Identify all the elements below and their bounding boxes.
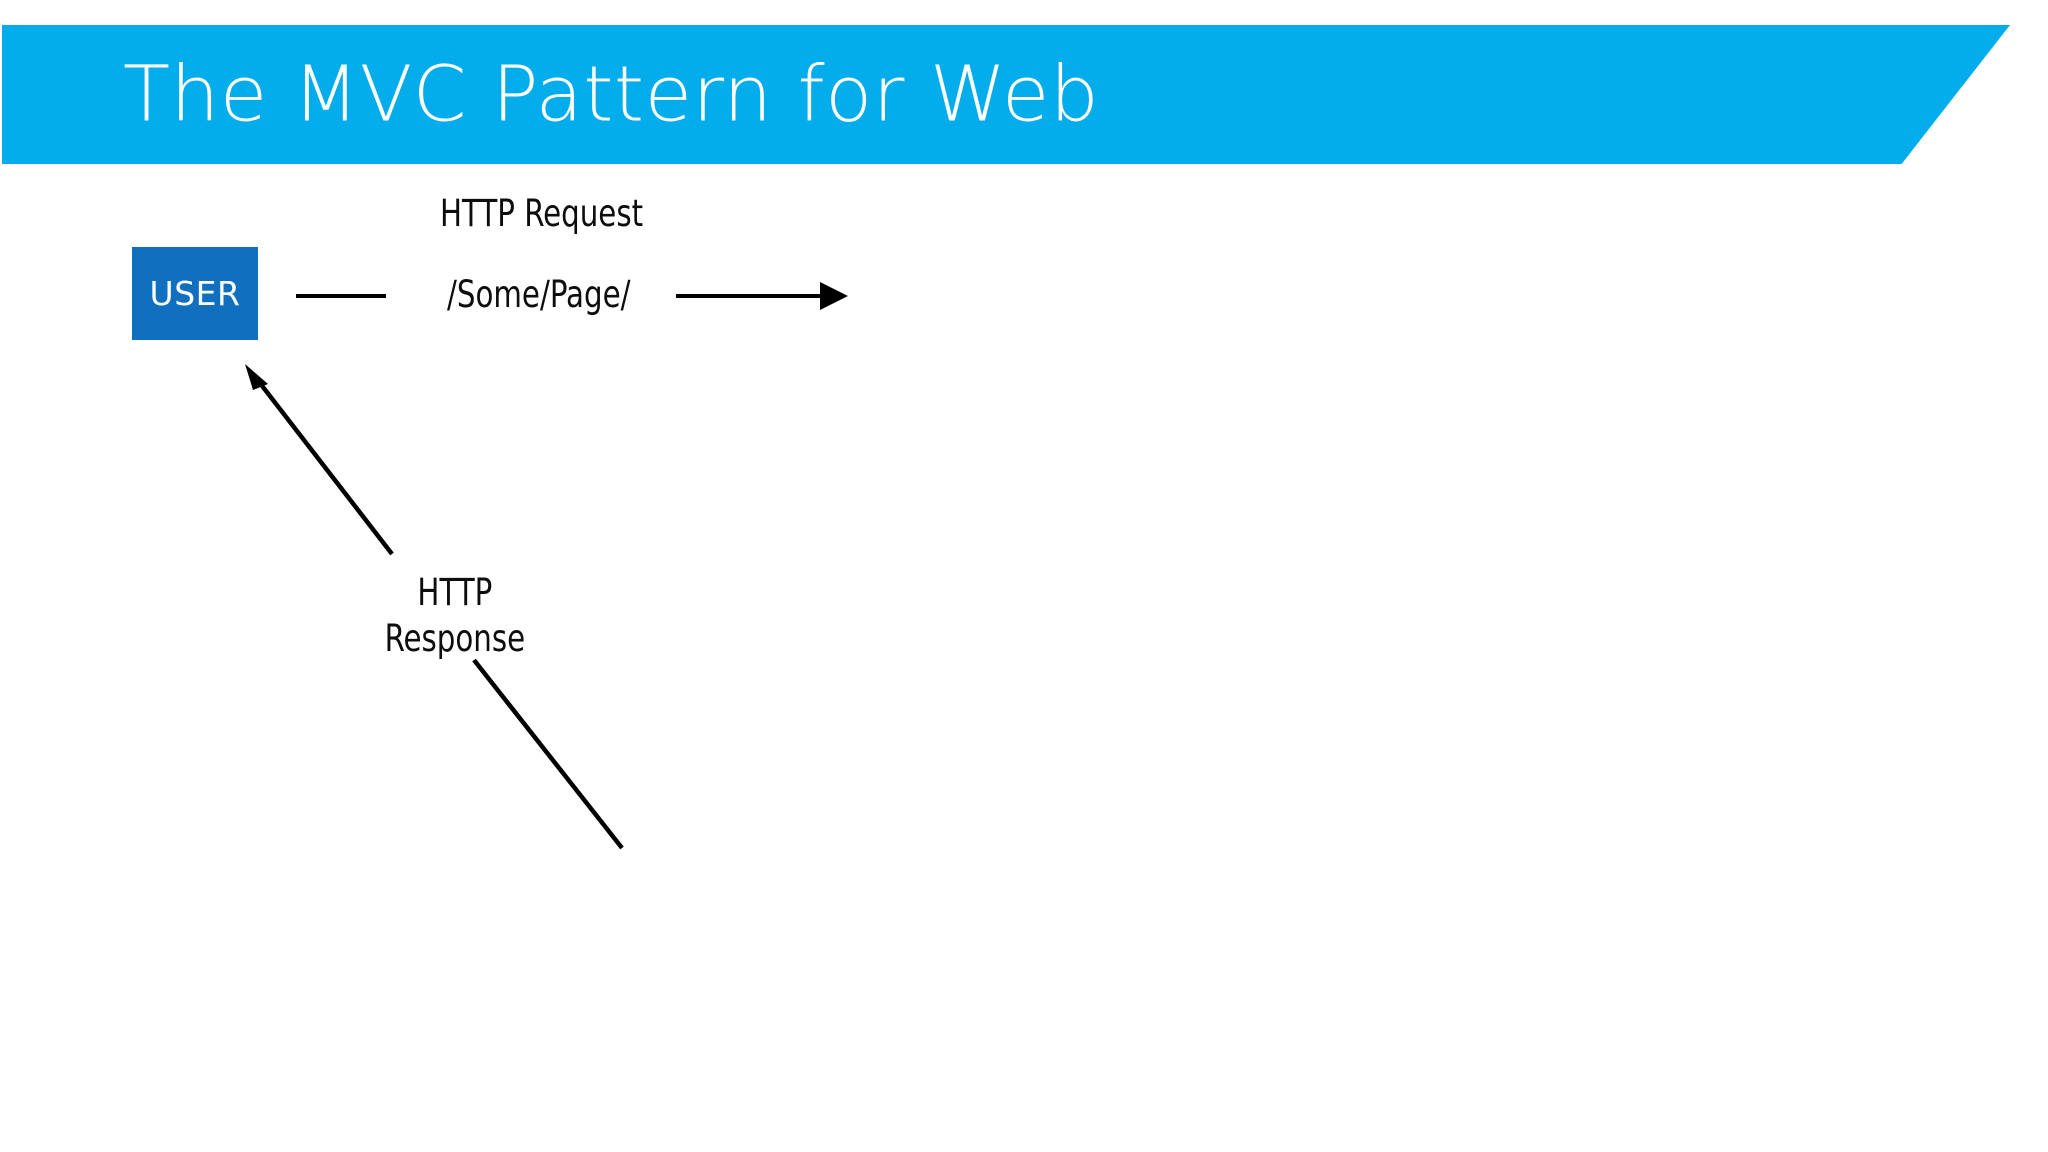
label-http-response-line2: Response	[384, 617, 526, 661]
label-request-path: /Some/Page/	[447, 273, 631, 316]
node-user-label: USER	[149, 274, 241, 313]
title-banner: The MVC Pattern for Web	[2, 25, 2010, 164]
label-http-request: HTTP Request	[440, 192, 644, 235]
connector-response-arrow-shaft	[254, 376, 394, 556]
connector-request-arrowhead	[820, 282, 848, 310]
connector-response-arrowhead	[245, 364, 268, 390]
banner-shape	[2, 25, 2010, 164]
label-http-response: HTTP Response	[385, 570, 526, 663]
page-title: The MVC Pattern for Web	[123, 50, 1100, 139]
label-http-response-line1: HTTP	[417, 571, 493, 614]
node-user[interactable]: USER	[132, 247, 258, 340]
connector-response-tail	[472, 658, 624, 850]
